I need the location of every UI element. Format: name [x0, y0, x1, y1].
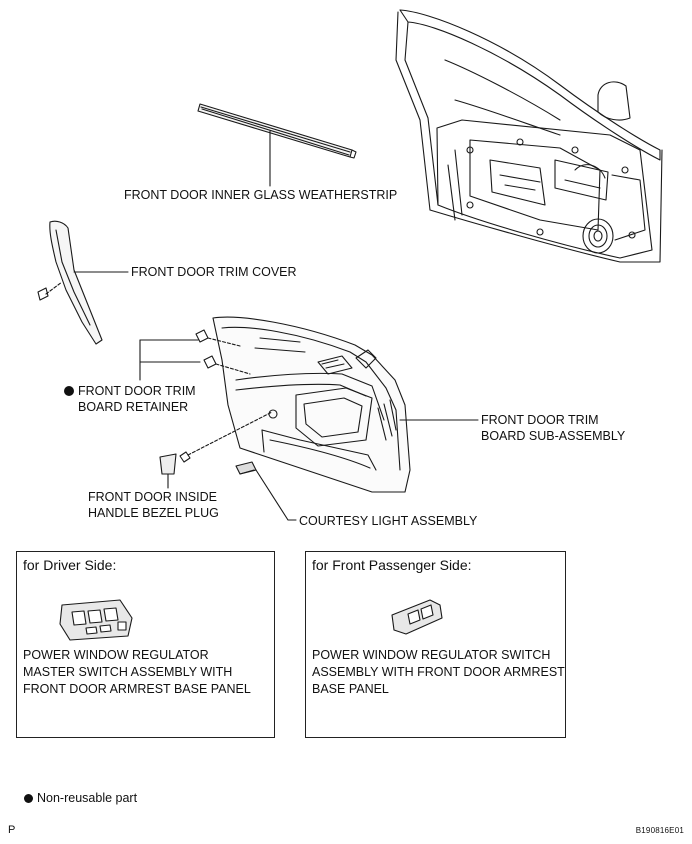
footer-left-code: P	[8, 824, 16, 836]
trim-cover-drawing	[37, 220, 129, 345]
label-trim-board-sub-assembly: FRONT DOOR TRIM	[481, 413, 599, 427]
label-courtesy-light-assembly: COURTESY LIGHT ASSEMBLY	[299, 514, 478, 528]
label-trim-board-retainer-line2: BOARD RETAINER	[78, 400, 189, 414]
figure-id: B190816E01	[635, 826, 684, 835]
non-reusable-marker-icon	[64, 386, 74, 396]
label-trim-board-retainer: FRONT DOOR TRIM	[64, 383, 196, 400]
label-trim-cover: FRONT DOOR TRIM COVER	[131, 265, 297, 279]
driver-side-title: for Driver Side:	[23, 557, 117, 573]
label-inside-handle-bezel-plug: FRONT DOOR INSIDE	[88, 490, 217, 504]
inner-glass-weatherstrip-drawing	[197, 103, 357, 187]
passenger-switch-desc-line1: POWER WINDOW REGULATOR SWITCH	[312, 648, 551, 662]
label-inner-glass-weatherstrip: FRONT DOOR INNER GLASS WEATHERSTRIP	[124, 188, 398, 202]
passenger-side-box: for Front Passenger Side: POWER WINDOW R…	[305, 551, 566, 738]
bezel-plug-drawing	[159, 453, 177, 489]
trim-board-drawing	[212, 316, 479, 493]
legend-dot-icon	[24, 794, 33, 803]
courtesy-light-drawing	[235, 461, 297, 521]
driver-side-box: for Driver Side: POWER WINDOW REGULATOR …	[16, 551, 275, 738]
trim-board-retainers-drawing	[139, 329, 278, 463]
passenger-switch-desc-line3: BASE PANEL	[312, 682, 389, 696]
driver-switch-desc-line2: MASTER SWITCH ASSEMBLY WITH	[23, 665, 233, 679]
legend: Non-reusable part	[24, 791, 137, 805]
passenger-switch-desc-line2: ASSEMBLY WITH FRONT DOOR ARMREST	[312, 665, 565, 679]
driver-switch-desc-line3: FRONT DOOR ARMREST BASE PANEL	[23, 682, 251, 696]
front-door-frame-drawing	[395, 9, 663, 263]
label-trim-board-sub-assembly-line2: BOARD SUB-ASSEMBLY	[481, 429, 626, 443]
passenger-side-title: for Front Passenger Side:	[312, 557, 472, 573]
driver-switch-desc-line1: POWER WINDOW REGULATOR	[23, 648, 209, 662]
legend-text: Non-reusable part	[37, 791, 138, 805]
label-inside-handle-bezel-plug-line2: HANDLE BEZEL PLUG	[88, 506, 219, 520]
